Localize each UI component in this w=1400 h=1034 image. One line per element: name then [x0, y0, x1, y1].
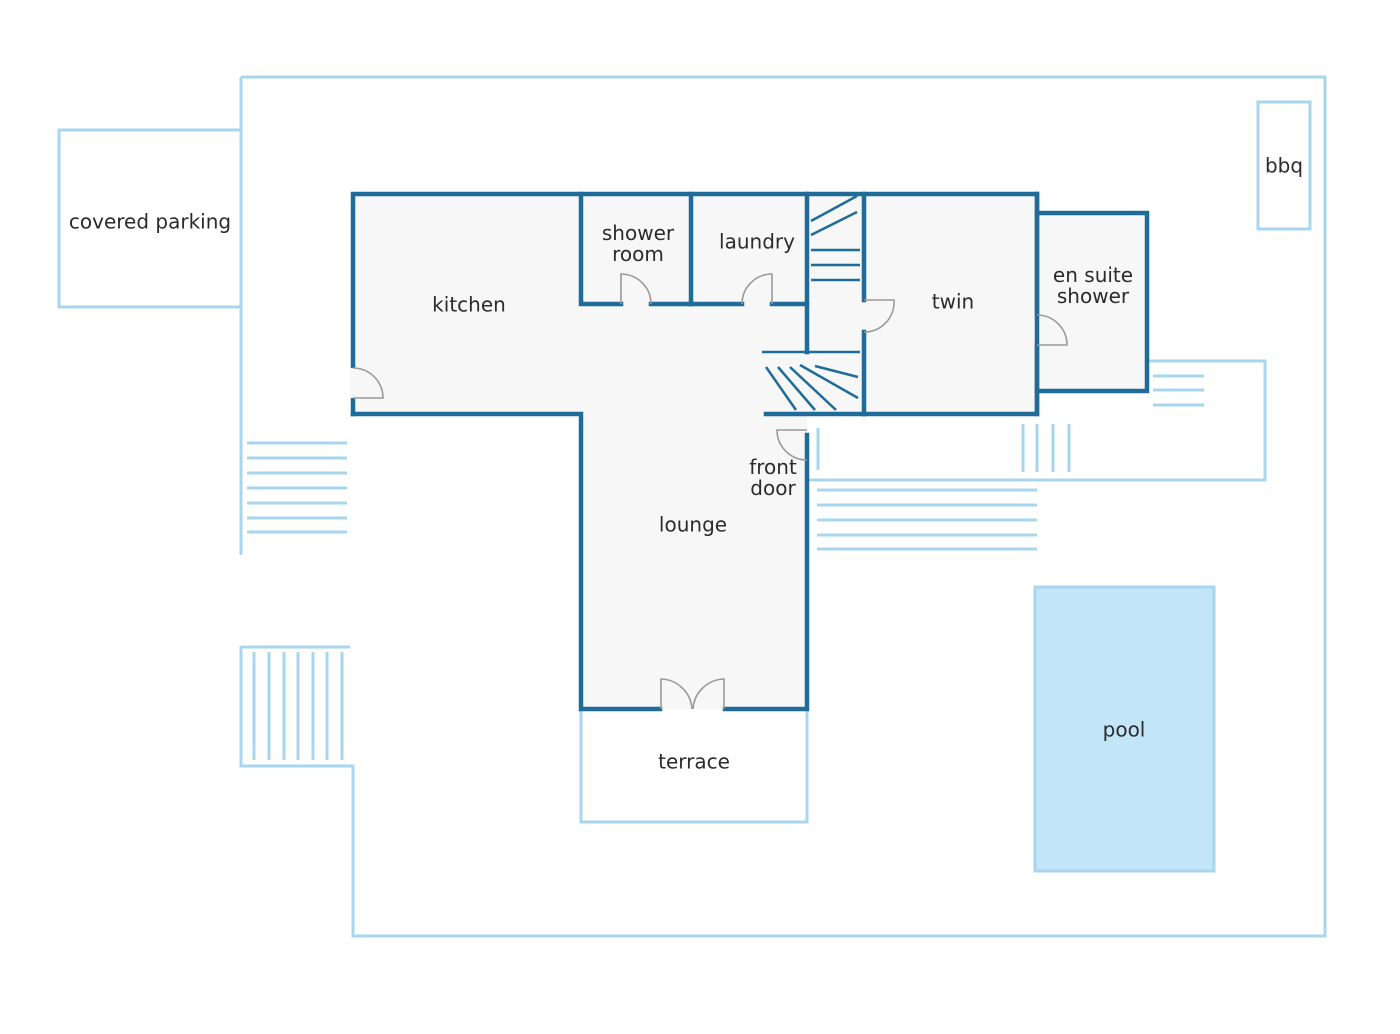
twin-steps — [816, 424, 1071, 472]
door-front — [776, 429, 808, 461]
bbq-area — [1256, 100, 1312, 231]
en-suite-shower-label: en suite shower — [1052, 263, 1134, 308]
shower-room-label: shower room — [601, 221, 675, 266]
lounge-label: lounge — [658, 512, 728, 537]
door-terrace-right — [692, 678, 725, 710]
ensuite-steps — [1153, 374, 1204, 407]
bbq-label: bbq — [1264, 153, 1304, 178]
doors — [350, 273, 1068, 710]
covered-parking-area — [57, 128, 243, 309]
door-terrace-left — [660, 678, 693, 710]
door-shower-room — [620, 273, 652, 305]
front-steps — [817, 488, 1037, 551]
door-laundry — [741, 273, 773, 305]
west-steps — [247, 441, 347, 534]
terrace-label: terrace — [658, 749, 730, 774]
southwest-steps — [241, 645, 350, 760]
door-kitchen-west — [352, 367, 384, 399]
front-door-label: front door — [749, 455, 797, 500]
pool-area — [1033, 585, 1216, 873]
door-twin — [863, 299, 895, 333]
laundry-label: laundry — [719, 229, 795, 254]
kitchen-label: kitchen — [432, 292, 506, 317]
house-walls — [350, 191, 1150, 712]
east-deck — [809, 359, 1267, 482]
staircase — [762, 194, 860, 411]
house-floor — [353, 194, 1147, 709]
twin-label: twin — [931, 289, 975, 314]
door-en-suite — [1036, 314, 1068, 346]
terrace-area — [579, 710, 809, 824]
pool-label: pool — [1102, 717, 1146, 742]
covered-parking-label: covered parking — [68, 209, 232, 234]
